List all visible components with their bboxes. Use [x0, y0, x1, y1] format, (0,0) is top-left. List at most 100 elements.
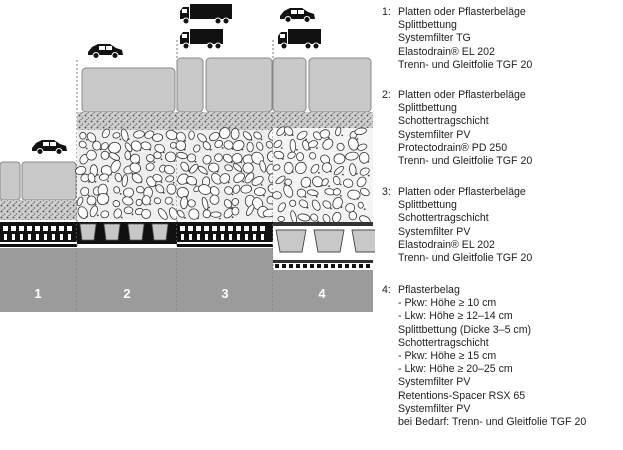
gravel-grain — [231, 216, 234, 219]
gravel-stone — [283, 184, 294, 198]
gravel-grain — [328, 185, 330, 188]
gravel-stone — [349, 163, 357, 177]
pavement-slab — [205, 57, 273, 113]
gravel-grain — [216, 170, 219, 173]
legend-line: - Lkw: Höhe ≥ 20–25 cm — [398, 363, 513, 376]
separation-foil — [0, 244, 77, 247]
gravel-stone — [224, 164, 233, 172]
gravel-grain — [227, 181, 230, 184]
gravel-grain — [263, 194, 265, 197]
gravel-stone — [342, 178, 354, 188]
legend-line: Trenn- und Gleitfolie TGF 20 — [398, 155, 533, 168]
gravel-stone — [80, 186, 90, 197]
legend-line: Elastodrain® EL 202 — [398, 45, 495, 58]
gravel-stone — [112, 132, 121, 139]
foil-mark — [275, 264, 279, 268]
legend-line: Systemfilter PV — [398, 402, 471, 415]
gravel-stone — [223, 199, 232, 209]
gravel-stone — [219, 127, 231, 139]
gravel-stone — [253, 131, 262, 140]
gravel-stone — [246, 141, 254, 153]
gravel-stone — [89, 205, 98, 218]
gravel-grain — [172, 181, 175, 184]
gravel-stone — [322, 200, 332, 209]
gravel-stone — [188, 130, 195, 140]
membrane-stud — [212, 226, 217, 231]
section-4: 4 — [272, 8, 375, 312]
gravel-stone — [209, 186, 220, 197]
gravel-stone — [79, 132, 87, 140]
legend-line: Platten oder Pflasterbeläge — [398, 6, 526, 18]
split-bedding — [273, 112, 373, 128]
gravel-stone — [332, 175, 341, 186]
membrane-stud — [188, 226, 193, 231]
gravel-stone — [123, 206, 134, 215]
membrane-stud — [228, 226, 233, 231]
gravel-stone — [296, 152, 305, 162]
gravel-stone — [310, 213, 319, 222]
legend-line: Protectodrain® PD 250 — [398, 141, 508, 154]
base-layer — [0, 248, 77, 312]
membrane-stud — [252, 226, 257, 231]
gravel-stone — [296, 130, 308, 140]
legend-number: 3: — [382, 186, 391, 198]
gravel-stone — [259, 160, 267, 173]
gravel-grain — [94, 180, 97, 183]
gravel-stone — [232, 140, 245, 151]
gravel-stone — [177, 173, 189, 185]
systemfilter — [273, 222, 373, 226]
gravel-stone — [310, 164, 320, 174]
gravel-stone — [289, 199, 297, 207]
gravel-grain — [209, 148, 212, 151]
gravel-stone — [189, 163, 199, 174]
car-icon — [88, 44, 123, 59]
gravel-stone — [347, 189, 361, 200]
gravel-grain — [230, 161, 233, 164]
legend-line: Systemfilter TG — [398, 32, 471, 45]
gravel-stone — [320, 154, 331, 164]
car-icon — [32, 140, 67, 155]
gravel-grain — [356, 138, 359, 140]
pavement-slab — [0, 161, 21, 201]
gravel-grain — [160, 181, 163, 184]
gravel-grain — [139, 149, 142, 151]
gravel-grain — [106, 202, 108, 204]
gravel-stone — [157, 208, 168, 220]
gravel-stone — [211, 172, 222, 185]
gravel-stone — [112, 200, 121, 208]
legend-line: - Pkw: Höhe ≥ 15 cm — [398, 350, 497, 363]
membrane-stud — [180, 226, 185, 231]
gravel-stone — [297, 213, 311, 222]
membrane-stud — [204, 226, 209, 231]
gravel-grain — [87, 194, 90, 197]
legend-line: Splittbettung — [398, 102, 457, 115]
gravel-grain — [240, 170, 243, 173]
foil-mark — [324, 264, 328, 268]
gravel-grain — [218, 217, 221, 220]
gravel-stone — [214, 153, 223, 163]
gravel-grain — [291, 171, 294, 173]
section-label: 4 — [318, 286, 326, 301]
gravel-grain — [153, 161, 156, 164]
truck-icon — [278, 29, 321, 50]
gravel-stone — [108, 141, 121, 154]
foil-mark — [317, 264, 321, 268]
section-1: 1 — [0, 140, 77, 312]
foil-mark — [338, 264, 342, 268]
gravel-stone — [153, 151, 162, 160]
gravel-grain — [315, 195, 318, 198]
gravel-grain — [328, 137, 330, 139]
drain-cup — [79, 223, 97, 241]
membrane-stud — [213, 234, 216, 240]
gravel-stone — [187, 153, 197, 163]
gravel-stone — [348, 211, 358, 221]
legend-line: Splittbettung — [398, 19, 457, 32]
legend-number: 4: — [382, 284, 391, 296]
gravel-stone — [114, 172, 123, 183]
membrane-stud — [52, 234, 55, 240]
gravel-stone — [209, 132, 220, 142]
gravel-stone — [202, 141, 211, 151]
gravel-grain — [291, 134, 294, 137]
gravel-stone — [151, 133, 164, 142]
drain-cup — [151, 223, 169, 241]
